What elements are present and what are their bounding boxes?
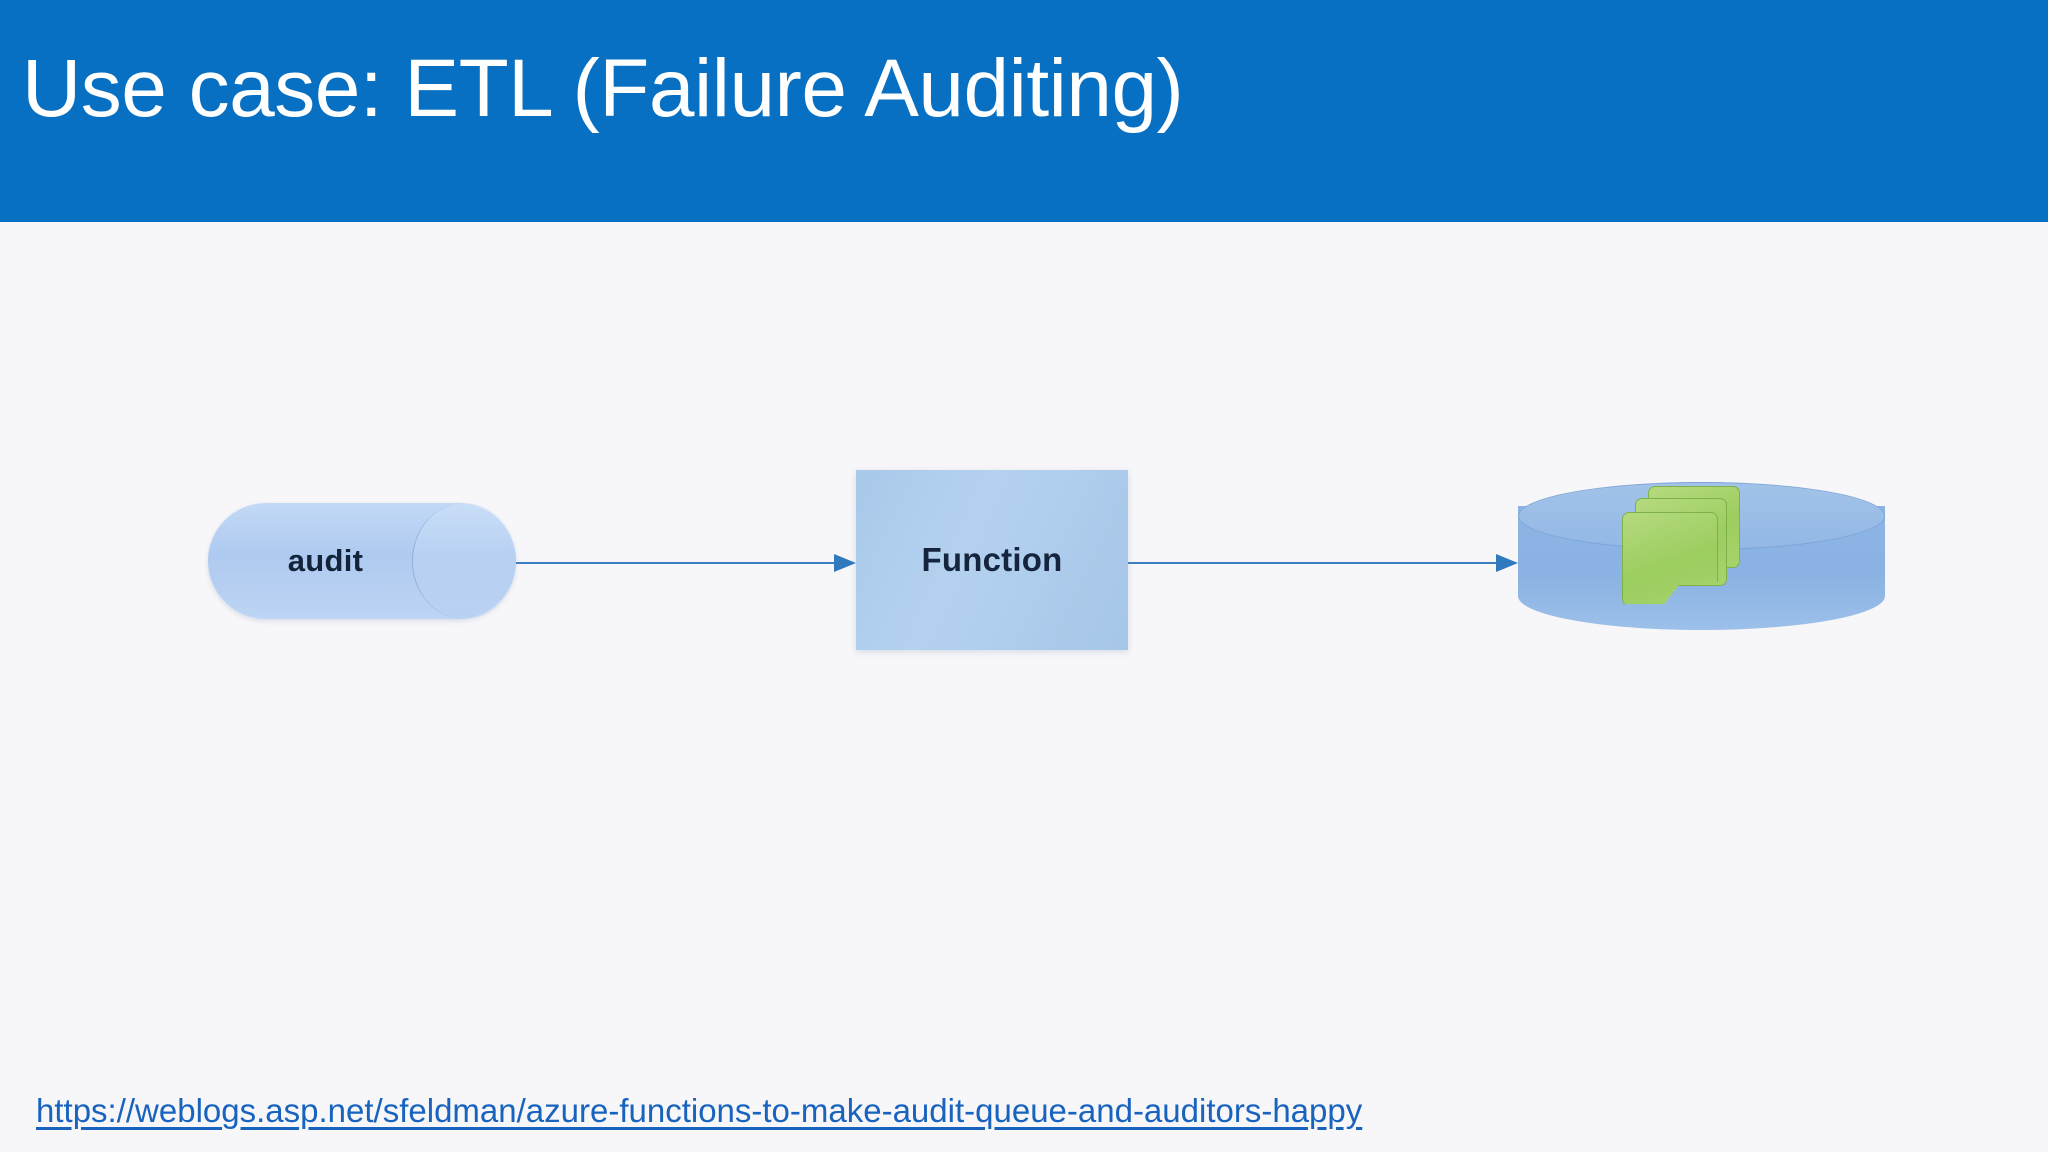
diagram-edge-queue-to-function xyxy=(516,554,856,572)
arrow-line xyxy=(1128,562,1498,564)
arrow-head-icon xyxy=(1496,554,1518,572)
queue-end-arc-icon xyxy=(412,503,516,619)
document-page-front xyxy=(1622,512,1718,605)
title-band: Use case: ETL (Failure Auditing) xyxy=(0,0,2048,222)
diagram-canvas: audit Function xyxy=(0,222,2048,922)
arrow-head-icon xyxy=(834,554,856,572)
diagram-node-database[interactable] xyxy=(1518,482,1885,630)
diagram-node-queue-label: audit xyxy=(287,543,364,578)
page-title: Use case: ETL (Failure Auditing) xyxy=(22,43,1184,134)
source-url-link[interactable]: https://weblogs.asp.net/sfeldman/azure-f… xyxy=(36,1092,1363,1129)
diagram-node-function[interactable]: Function xyxy=(856,470,1128,650)
diagram-edge-function-to-database xyxy=(1128,554,1518,572)
diagram-node-queue[interactable]: audit xyxy=(208,503,516,619)
arrow-line xyxy=(516,562,836,564)
document-stack-icon xyxy=(1622,486,1750,610)
diagram-node-function-label: Function xyxy=(921,541,1063,578)
